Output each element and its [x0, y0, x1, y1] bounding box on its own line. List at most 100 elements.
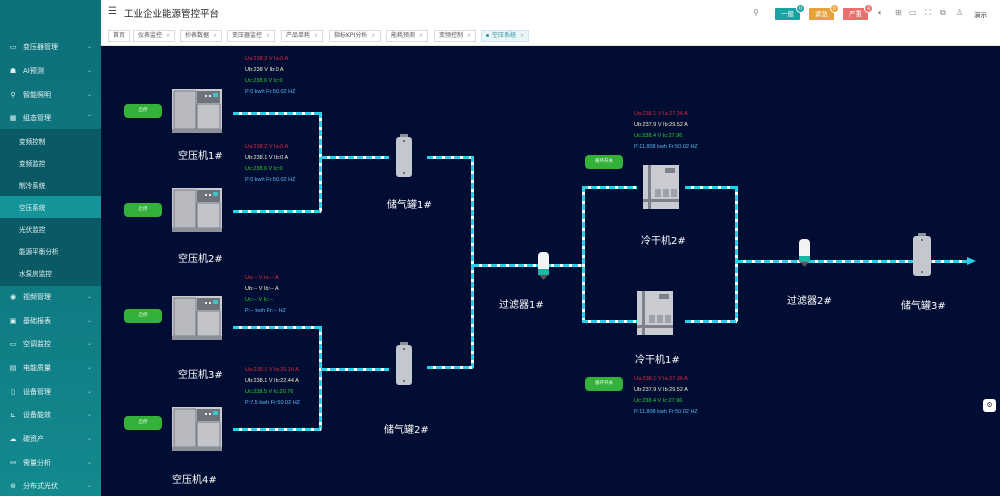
- submenu-item[interactable]: 水泵房监控: [19, 270, 52, 278]
- compressor-2-label: 空压机2#: [178, 254, 223, 265]
- submenu-item[interactable]: 光伏监控: [19, 226, 46, 234]
- theme-shirt-icon[interactable]: ♙: [956, 8, 964, 17]
- chevron-down-icon: ⌄: [86, 43, 92, 50]
- sidebar-item-solar[interactable]: ⊛分布式光伏⌄: [0, 474, 101, 496]
- sidebar-item-device[interactable]: ▯设备管理⌄: [0, 380, 101, 403]
- compressor-4-toggle-button[interactable]: 启停: [124, 416, 162, 430]
- tab-transformer-monitor[interactable]: 变压器监控×: [227, 30, 276, 42]
- tab-meter-data[interactable]: 抄表数据×: [180, 30, 223, 42]
- dryer-2-cycle-button[interactable]: 循环开关: [585, 155, 623, 169]
- phase-c-reading: Uc:238.4 V Ic:27.96: [634, 398, 683, 404]
- sidebar-item-carbon[interactable]: ☁碳资产⌄: [0, 427, 101, 450]
- compressor-2-toggle-button[interactable]: 启停: [124, 203, 162, 217]
- submenu-item-active[interactable]: 空压系统: [0, 196, 101, 218]
- tab-air-compressor-system[interactable]: 空压系统×: [481, 30, 530, 42]
- pipe: [233, 210, 321, 213]
- phase-c-reading: Uc:238.6 V Ic:0: [245, 78, 283, 84]
- grid-icon[interactable]: ⊞: [895, 8, 902, 17]
- compressor-3-toggle-button[interactable]: 启停: [124, 309, 162, 323]
- power-reading: P:0 kwh Fr:50.02 HZ: [245, 177, 296, 183]
- close-icon[interactable]: ×: [314, 33, 319, 39]
- tab-vfd-control[interactable]: 变频控制×: [434, 30, 477, 42]
- sidebar-item-label: 空调监控: [23, 339, 51, 348]
- menu-toggle-icon[interactable]: ☰: [108, 6, 117, 17]
- power-reading: P:0 kwh Fr:50.02 HZ: [245, 89, 296, 95]
- sidebar-item-lighting[interactable]: ⚲智能照明⌄: [0, 83, 101, 106]
- close-icon[interactable]: ×: [419, 33, 424, 39]
- fullscreen-icon[interactable]: ⛶: [925, 8, 931, 17]
- alert-count: 0: [796, 4, 805, 13]
- chevron-up-icon: ⌃: [86, 114, 92, 121]
- submenu-item[interactable]: 制冷系统: [19, 182, 46, 190]
- tab-meter-monitor[interactable]: 仪表监控×: [133, 30, 176, 42]
- air-tank-1-icon: [396, 134, 412, 177]
- sidebar-item-label: 需量分析: [23, 458, 51, 467]
- sidebar-item-transformer[interactable]: ▭变压器管理⌄: [0, 35, 101, 58]
- sidebar-item-demand[interactable]: ⚯需量分析⌄: [0, 451, 101, 474]
- pipe: [233, 326, 321, 329]
- phase-b-reading: Ub:238 V Ib:0 A: [245, 67, 284, 73]
- sidebar-item-efficiency[interactable]: ⊾设备能效⌄: [0, 403, 101, 426]
- cloud-icon: ☁: [9, 434, 17, 443]
- aircon-icon: ▭: [9, 339, 17, 348]
- close-icon[interactable]: ×: [213, 33, 218, 39]
- phase-b-reading: Ub:238.1 V Ib:22.44 A: [245, 378, 299, 384]
- tab-kpi-analysis[interactable]: 指标KPI分析×: [329, 30, 381, 42]
- search-icon[interactable]: ⚲: [753, 8, 759, 17]
- chevron-down-icon: ⌄: [86, 91, 92, 98]
- submenu-item[interactable]: 变频控制: [19, 138, 46, 146]
- close-icon[interactable]: ×: [467, 33, 472, 39]
- submenu-item[interactable]: 变频监控: [19, 160, 46, 168]
- translate-icon[interactable]: ⧉: [940, 8, 946, 17]
- compressor-1-toggle-button[interactable]: 启停: [124, 104, 162, 118]
- sidebar-item-config[interactable]: ▦组态管理⌃: [0, 106, 101, 129]
- tab-label: 变压器监控: [232, 32, 263, 39]
- power-reading: P:-- kwh Fr:-- HZ: [245, 308, 286, 314]
- air-tank-1-label: 储气罐1#: [387, 200, 432, 211]
- submenu: 变频控制 变频监控 制冷系统 空压系统 光伏监控 能源平衡分析 水泵房监控: [0, 129, 101, 286]
- phase-a-reading: Ua:238.3 V Ia:0 A: [245, 56, 289, 62]
- chevron-down-icon: ⌄: [86, 364, 92, 371]
- pipe: [685, 186, 737, 189]
- sidebar-item-aircon[interactable]: ▭ 空调监控 ⌄: [0, 332, 101, 355]
- submenu-item[interactable]: 能源平衡分析: [19, 248, 59, 256]
- tab-product-consumption[interactable]: 产品单耗×: [281, 30, 324, 42]
- analysis-icon: ⚯: [10, 458, 16, 467]
- mute-icon[interactable]: 🔈︎: [878, 8, 883, 17]
- tab-home[interactable]: 首页: [108, 30, 131, 42]
- chevron-down-icon: ⌄: [86, 388, 92, 395]
- close-icon[interactable]: ×: [166, 33, 171, 39]
- sidebar-item-label: 视频管理: [23, 292, 51, 301]
- close-icon[interactable]: ×: [371, 33, 376, 39]
- air-tank-2-icon: [396, 342, 412, 385]
- sidebar-item-label: 设备能效: [23, 410, 51, 419]
- pipe: [473, 264, 583, 267]
- demo-label[interactable]: 演示: [974, 11, 987, 19]
- sidebar-item-ai[interactable]: ☗AI预测⌄: [0, 59, 101, 82]
- pipe: [319, 112, 322, 212]
- compressor-4-label: 空压机4#: [172, 475, 217, 486]
- sidebar-item-video[interactable]: ◉视频管理⌄: [0, 285, 101, 308]
- sidebar-item-label: AI预测: [23, 66, 44, 75]
- sidebar-item-power-quality[interactable]: ▤电能质量⌄: [0, 356, 101, 379]
- sidebar-item-report[interactable]: ▣基础报表⌄: [0, 309, 101, 332]
- phase-b-reading: Ub:237.9 V Ib:29.52 A: [634, 122, 688, 128]
- dryer-1-cycle-button[interactable]: 循环开关: [585, 377, 623, 391]
- close-icon[interactable]: ×: [520, 33, 525, 39]
- screen-icon[interactable]: ▭: [909, 8, 917, 17]
- air-compressor-4-icon: [172, 407, 222, 451]
- pipe: [321, 156, 389, 159]
- tab-label: 产品单耗: [286, 32, 311, 39]
- phase-c-reading: Uc:238.6 V Ic:0: [245, 166, 283, 172]
- chevron-down-icon: ⌄: [86, 340, 92, 347]
- tab-energy-forecast[interactable]: 能耗预测×: [386, 30, 429, 42]
- pipe: [319, 326, 322, 430]
- air-tank-3-icon: [913, 233, 931, 276]
- floating-settings-button[interactable]: ⚙: [983, 399, 996, 412]
- close-icon[interactable]: ×: [266, 33, 271, 39]
